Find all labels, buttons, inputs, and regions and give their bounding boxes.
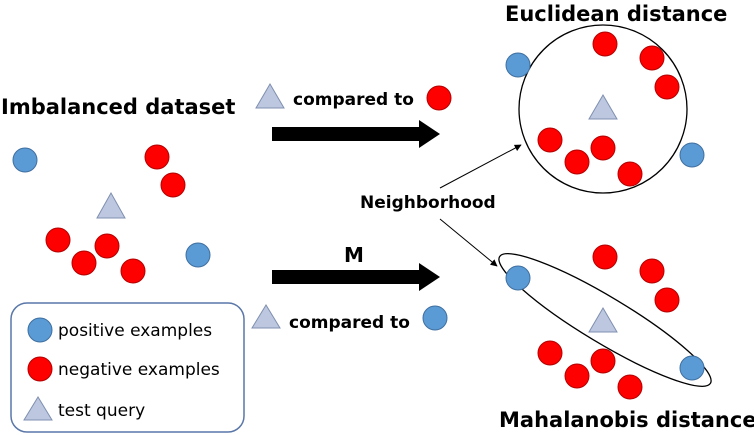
- mahalanobis-block-arrow: [272, 263, 440, 291]
- negative-example: [537, 340, 563, 366]
- test-query-triangle: [96, 191, 126, 219]
- dataset-points: [12, 144, 211, 284]
- euclidean-circle: [518, 24, 688, 194]
- negative-example: [94, 233, 120, 259]
- mahalanobis-title: Mahalanobis distance: [499, 408, 754, 432]
- test-query-triangle: [588, 94, 618, 120]
- compared-to-label-top: compared to: [293, 90, 414, 110]
- mahalanobis-neighborhood: [498, 244, 712, 400]
- negative-example: [144, 144, 170, 170]
- negative-example: [564, 363, 590, 389]
- negative-example: [654, 287, 680, 313]
- dataset-title: Imbalanced dataset: [1, 95, 235, 119]
- negative-example: [654, 74, 680, 100]
- legend-negative-label: negative examples: [58, 360, 220, 380]
- neighborhood-arrow-up: [439, 144, 522, 189]
- negative-example: [639, 45, 665, 71]
- negative-example: [537, 127, 563, 153]
- negative-example: [71, 250, 97, 276]
- euclidean-block-arrow: [272, 120, 440, 148]
- mahalanobis-ellipse: [498, 253, 712, 387]
- euclidean-neighborhood: [505, 24, 705, 194]
- legend-query-icon: [23, 396, 53, 421]
- negative-example: [590, 135, 616, 161]
- negative-example: [639, 258, 665, 284]
- legend-negative-icon: [27, 356, 53, 382]
- positive-example: [679, 142, 705, 168]
- positive-example: [505, 265, 531, 291]
- negative-example: [590, 348, 616, 374]
- neighborhood-label: Neighborhood: [360, 193, 496, 213]
- positive-example: [12, 147, 38, 173]
- positive-example-icon: [422, 305, 448, 331]
- negative-example: [120, 258, 146, 284]
- negative-example: [592, 31, 618, 57]
- positive-example: [185, 242, 211, 268]
- legend-box: [10, 302, 245, 433]
- euclidean-title: Euclidean distance: [505, 2, 727, 26]
- metric-label: M: [344, 243, 364, 267]
- positive-example: [679, 355, 705, 381]
- neighborhood-arrow-down: [439, 218, 498, 267]
- query-triangle-icon: [255, 83, 285, 109]
- negative-example: [160, 172, 186, 198]
- test-query-triangle: [588, 307, 618, 333]
- positive-example: [505, 52, 531, 78]
- negative-example: [617, 374, 643, 400]
- compared-to-label-bottom: compared to: [289, 313, 410, 333]
- negative-example: [564, 149, 590, 175]
- legend-query-label: test query: [58, 401, 145, 421]
- negative-example: [617, 161, 643, 187]
- legend: positive examples negative examples test…: [10, 302, 245, 433]
- legend-positive-label: positive examples: [58, 321, 212, 341]
- legend-positive-icon: [27, 317, 53, 343]
- negative-example: [592, 244, 618, 270]
- negative-example: [45, 227, 71, 253]
- negative-example-icon: [426, 85, 452, 111]
- query-triangle-icon: [251, 304, 281, 329]
